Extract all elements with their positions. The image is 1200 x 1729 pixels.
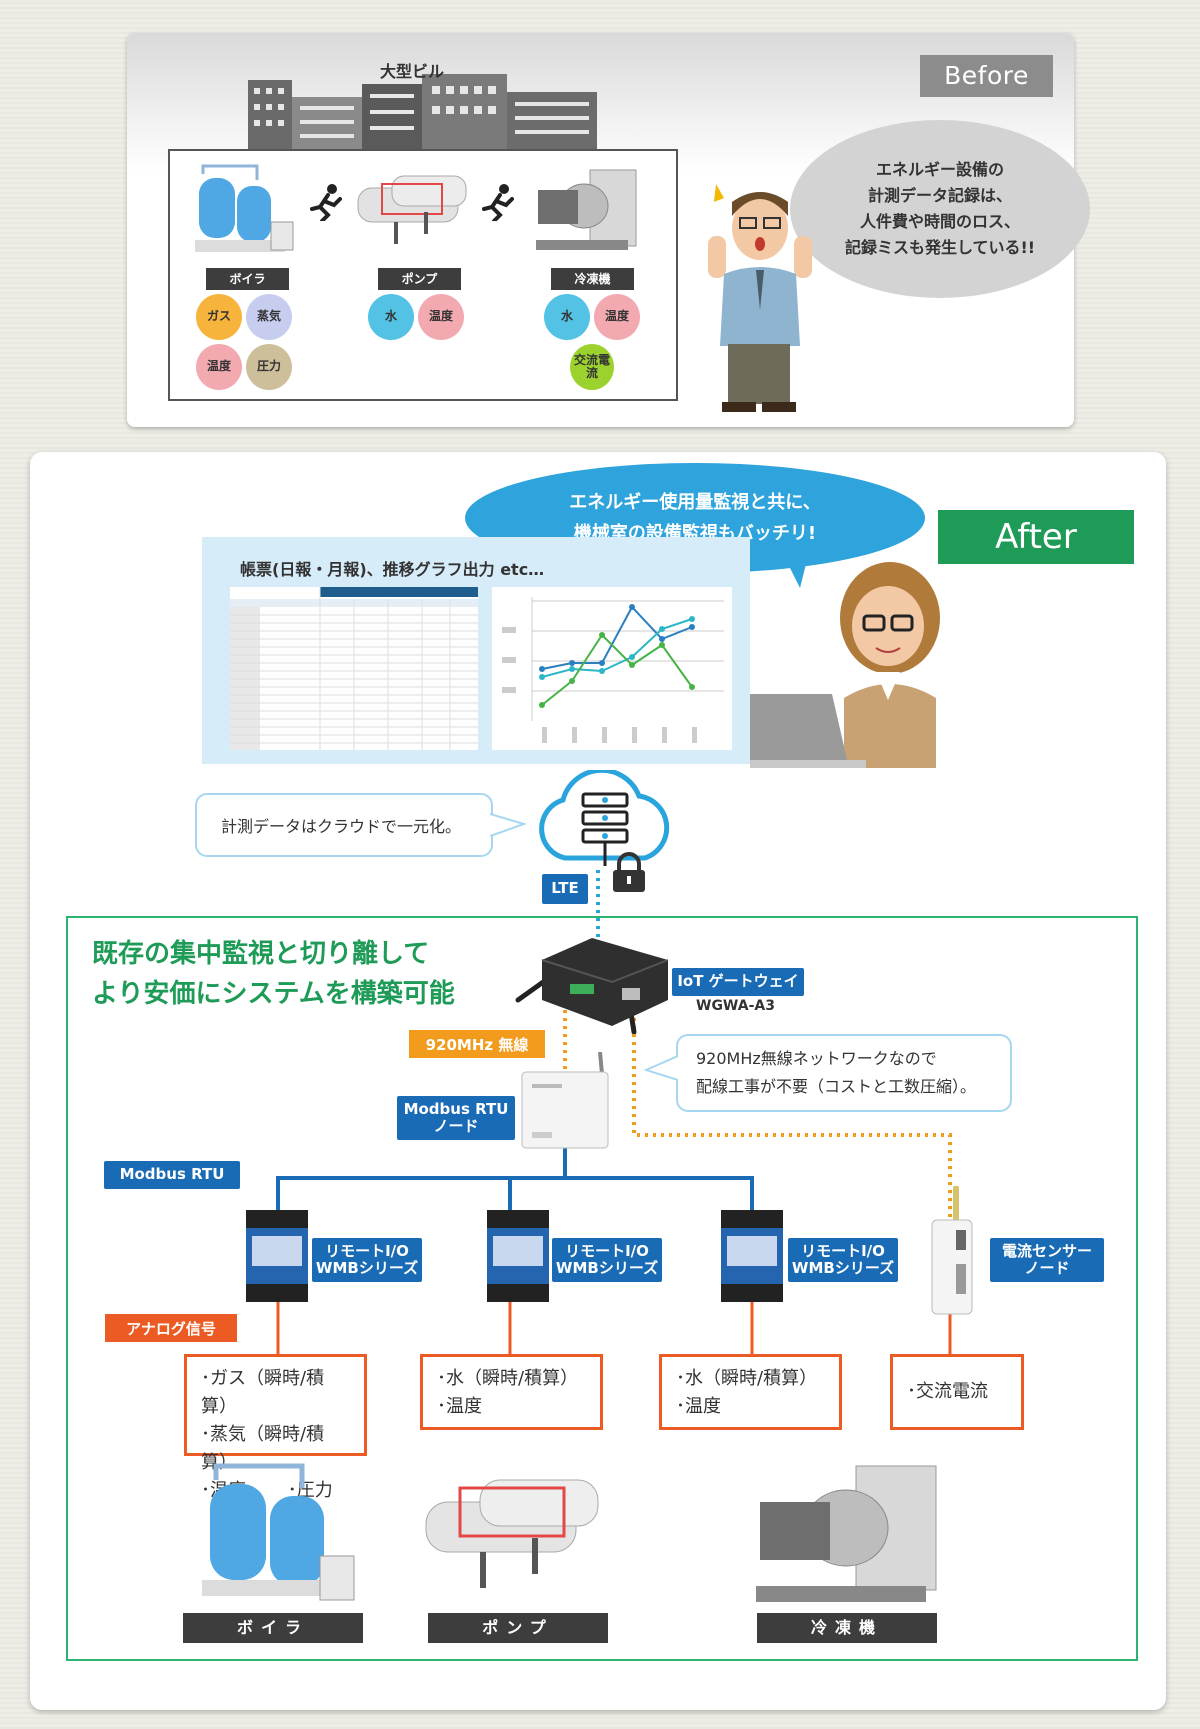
pump-label: ポンプ [378, 268, 461, 290]
signal-box-sensor: ･交流電流 [890, 1354, 1024, 1430]
report-title: 帳票(日報・月報)、推移グラフ出力 etc… [240, 560, 545, 579]
boiler-label: ボイラ [206, 268, 289, 290]
circle-pressure: 圧力 [246, 344, 292, 390]
modbus-node-tag: Modbus RTU ノード [397, 1096, 515, 1140]
circle-temperature: 温度 [196, 344, 242, 390]
worried-man-illustration [708, 184, 812, 412]
running-person-icon [310, 184, 342, 221]
circle-temperature: 温度 [418, 294, 464, 340]
speech-tail [780, 548, 810, 588]
circle-ac-current: 交流電流 [570, 344, 614, 390]
chiller-icon [536, 169, 637, 250]
building-illustration [248, 74, 597, 157]
circle-water: 水 [368, 294, 414, 340]
pump-label: ポンプ [428, 1613, 608, 1643]
building-label: 大型ビル [380, 62, 445, 81]
boiler-icon [195, 164, 294, 252]
operator-woman-illustration [750, 562, 940, 768]
iot-gateway-device [515, 938, 669, 1034]
signal-box-pump: ･水（瞬時/積算） ･温度 [420, 1354, 603, 1430]
chiller-label: 冷凍機 [551, 268, 634, 290]
report-table-image [230, 587, 478, 750]
wireless-tag: 920MHz 無線 [409, 1030, 545, 1058]
before-speech-bubble: エネルギー設備の 計測データ記録は、 人件費や時間のロス、 記録ミスも発生してい… [790, 120, 1090, 298]
modbus-rtu-tag: Modbus RTU [104, 1161, 240, 1189]
trend-graph-image [492, 587, 732, 750]
bubble-tail [490, 813, 526, 837]
current-sensor-device [931, 1186, 973, 1315]
gateway-model: WGWA-A3 [696, 998, 775, 1014]
chiller-label: 冷凍機 [757, 1613, 937, 1643]
cloud-note-bubble: 計測データはクラウドで一元化。 [195, 793, 493, 857]
signal-box-chiller: ･水（瞬時/積算） ･温度 [659, 1354, 842, 1430]
pump-icon [357, 175, 467, 244]
circle-steam: 蒸気 [246, 294, 292, 340]
before-badge: Before [920, 55, 1053, 97]
lock-icon [613, 852, 645, 892]
circle-gas: ガス [196, 294, 242, 340]
wireless-note-bubble: 920MHz無線ネットワークなので 配線工事が不要（コストと工数圧縮）。 [676, 1034, 1012, 1112]
pump-icon [425, 1479, 599, 1588]
system-headline: 既存の集中監視と切り離して より安価にシステムを構築可能 [92, 939, 455, 1009]
circle-water: 水 [544, 294, 590, 340]
bubble-tail [644, 1055, 678, 1081]
chiller-icon [756, 1465, 937, 1602]
boiler-icon [202, 1463, 355, 1601]
lte-tag: LTE [542, 874, 588, 904]
modbus-node-device [521, 1052, 609, 1149]
gateway-tag: IoT ゲートウェイ [672, 968, 804, 996]
current-sensor-tag: 電流センサーノード [990, 1238, 1104, 1282]
analog-signal-tag: アナログ信号 [105, 1314, 237, 1342]
running-person-icon [482, 184, 514, 221]
circle-temperature: 温度 [594, 294, 640, 340]
remote-io-device [721, 1210, 783, 1302]
remote-io-device [487, 1210, 549, 1302]
signal-box-boiler: ･ガス（瞬時/積算） ･蒸気（瞬時/積算） ･温度 ･圧力 [184, 1354, 367, 1501]
after-badge: After [938, 510, 1134, 564]
system-boundary [66, 916, 1138, 1661]
boiler-label: ボイラ [183, 1613, 363, 1643]
cloud-server-icon [539, 770, 670, 866]
remote-io-device [246, 1210, 308, 1302]
